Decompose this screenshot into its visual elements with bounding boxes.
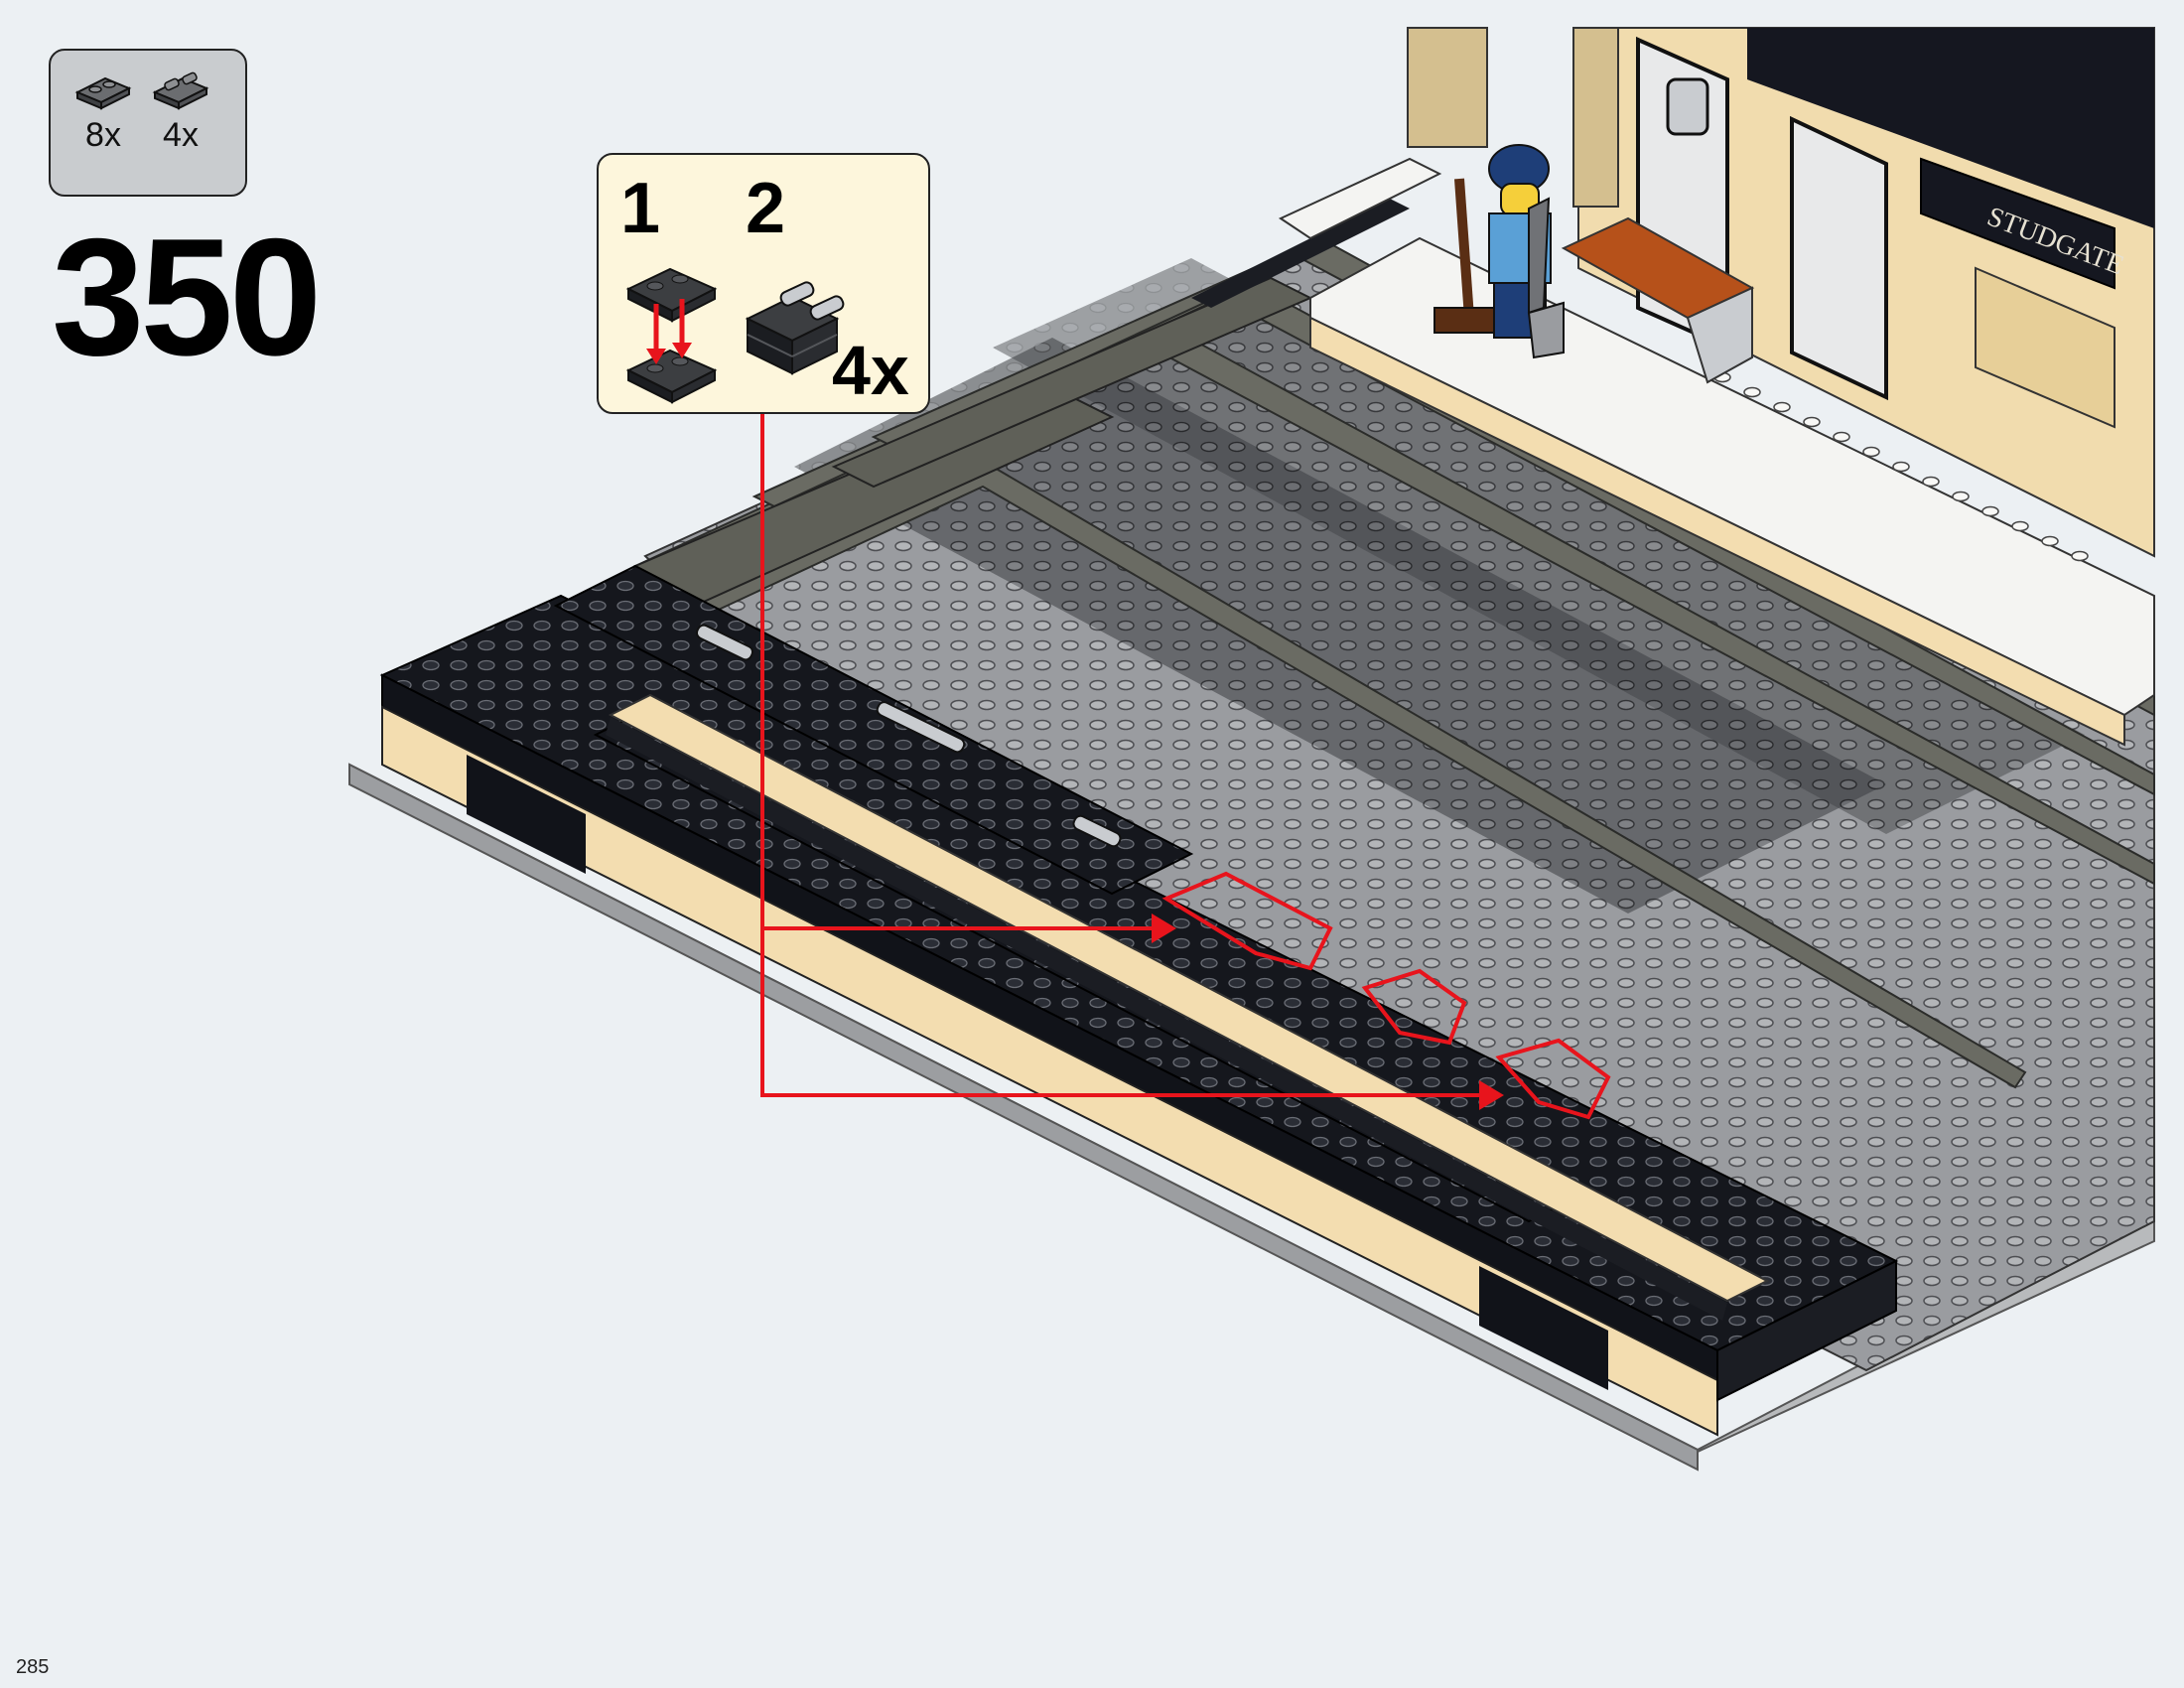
tan-channel <box>606 717 1727 1321</box>
step-number: 350 <box>52 204 322 390</box>
pillar <box>1572 27 1619 208</box>
plate-with-clips-icon <box>152 71 209 110</box>
arrow-head <box>1152 914 1176 943</box>
tan-channel <box>608 693 1770 1303</box>
part-item-plate: 8x <box>68 70 138 152</box>
pillar <box>1407 27 1488 148</box>
sub-step-1-diagram <box>625 267 718 404</box>
wall-lamp <box>1666 77 1709 136</box>
sub-assembly-callout: 1 2 4x <box>597 153 930 414</box>
part-item-clip-plate: 4x <box>146 70 215 152</box>
tan-brick-face <box>381 705 1718 1437</box>
platform-front <box>1309 316 2125 747</box>
baseplate-side <box>348 763 1699 1472</box>
platform-curb <box>1278 157 1442 240</box>
station-window <box>1790 115 1888 401</box>
parts-list: 8x 4x <box>49 49 247 197</box>
page-number: 285 <box>16 1656 50 1678</box>
station-sign <box>1920 157 2116 290</box>
callout-leader-lines <box>760 414 1489 1097</box>
part-qty: 8x <box>85 116 121 154</box>
arrow-head <box>1479 1080 1504 1110</box>
black-brick-face <box>1479 1266 1608 1390</box>
part-qty: 4x <box>163 116 199 154</box>
minifigure-worker <box>1433 144 1565 359</box>
black-brick-top <box>553 564 1194 896</box>
plate-1x2-icon <box>74 76 132 110</box>
black-brick-face <box>1716 1259 1897 1402</box>
sub-step-2-diagram <box>745 281 845 375</box>
platform-edge <box>1191 199 1410 308</box>
existing-clips <box>695 624 1122 848</box>
platform-studs <box>1713 371 2089 562</box>
black-brick-face <box>467 755 586 874</box>
callout-multiplier: 4x <box>832 332 909 409</box>
station-arch <box>1975 266 2116 429</box>
bench-leg <box>1686 286 1753 384</box>
sub-step-number: 2 <box>746 169 786 248</box>
station-roof-band <box>1747 28 2154 228</box>
sub-step-number: 1 <box>620 169 661 248</box>
ballast-strip <box>794 338 1886 914</box>
highlighted-parts <box>1161 871 1611 1120</box>
